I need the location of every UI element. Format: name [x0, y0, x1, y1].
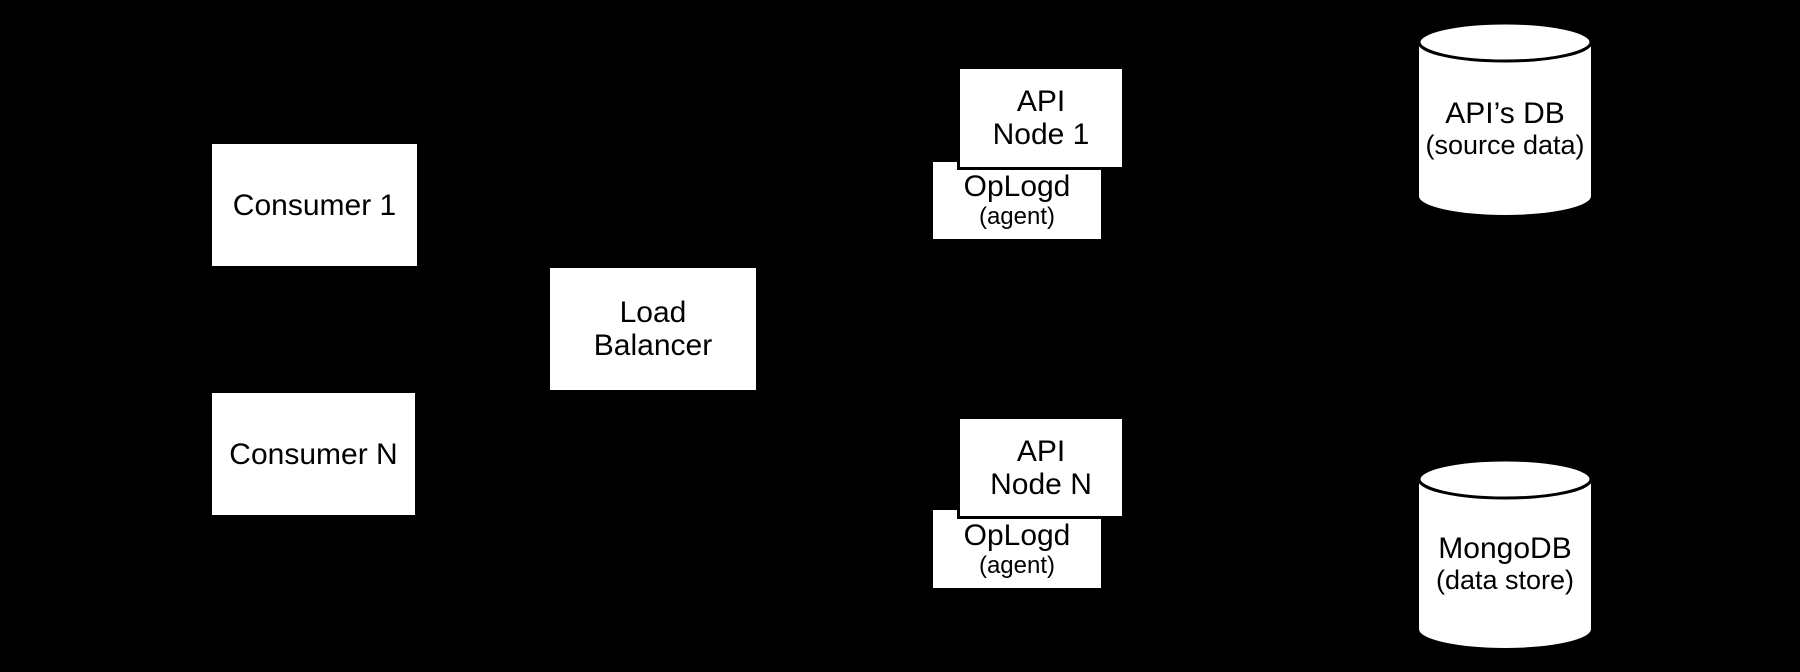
api-node-1-label-line2: Node 1 [992, 118, 1090, 151]
oplogd-n-subtitle: (agent) [978, 551, 1056, 579]
consumer-1-label: Consumer 1 [232, 188, 397, 222]
api-node-n-node: API Node N [957, 416, 1125, 519]
mongodb-label: MongoDB (data store) [1418, 469, 1592, 658]
api-node-1-label-line1: API [1016, 85, 1066, 118]
api-node-1-node: API Node 1 [957, 66, 1125, 170]
database-cylinder-icon [1418, 22, 1592, 215]
api-db-database: API’s DB (source data) [1418, 22, 1592, 215]
load-balancer-label-line1: Load [619, 296, 687, 329]
oplogd-agent-n-node: OpLogd (agent) [930, 507, 1104, 591]
load-balancer-label-line2: Balancer [593, 329, 713, 362]
api-db-subtitle: (source data) [1425, 130, 1585, 160]
oplogd-1-subtitle: (agent) [978, 203, 1056, 230]
api-db-label: API’s DB (source data) [1418, 32, 1592, 225]
consumer-n-label: Consumer N [229, 437, 398, 471]
load-balancer-node: Load Balancer [547, 265, 759, 393]
mongodb-title: MongoDB [1438, 532, 1572, 565]
api-node-n-label-line1: API [1016, 434, 1066, 468]
api-node-n-label-line2: Node N [990, 467, 1092, 501]
oplogd-1-title: OpLogd [963, 170, 1071, 203]
oplogd-agent-1-node: OpLogd (agent) [930, 159, 1104, 242]
mongodb-subtitle: (data store) [1435, 565, 1575, 595]
database-cylinder-icon [1418, 459, 1592, 648]
mongodb-database: MongoDB (data store) [1418, 459, 1592, 648]
consumer-1-node: Consumer 1 [209, 141, 420, 269]
oplogd-n-title: OpLogd [963, 518, 1071, 552]
api-db-title: API’s DB [1445, 97, 1565, 130]
consumer-n-node: Consumer N [209, 390, 418, 518]
